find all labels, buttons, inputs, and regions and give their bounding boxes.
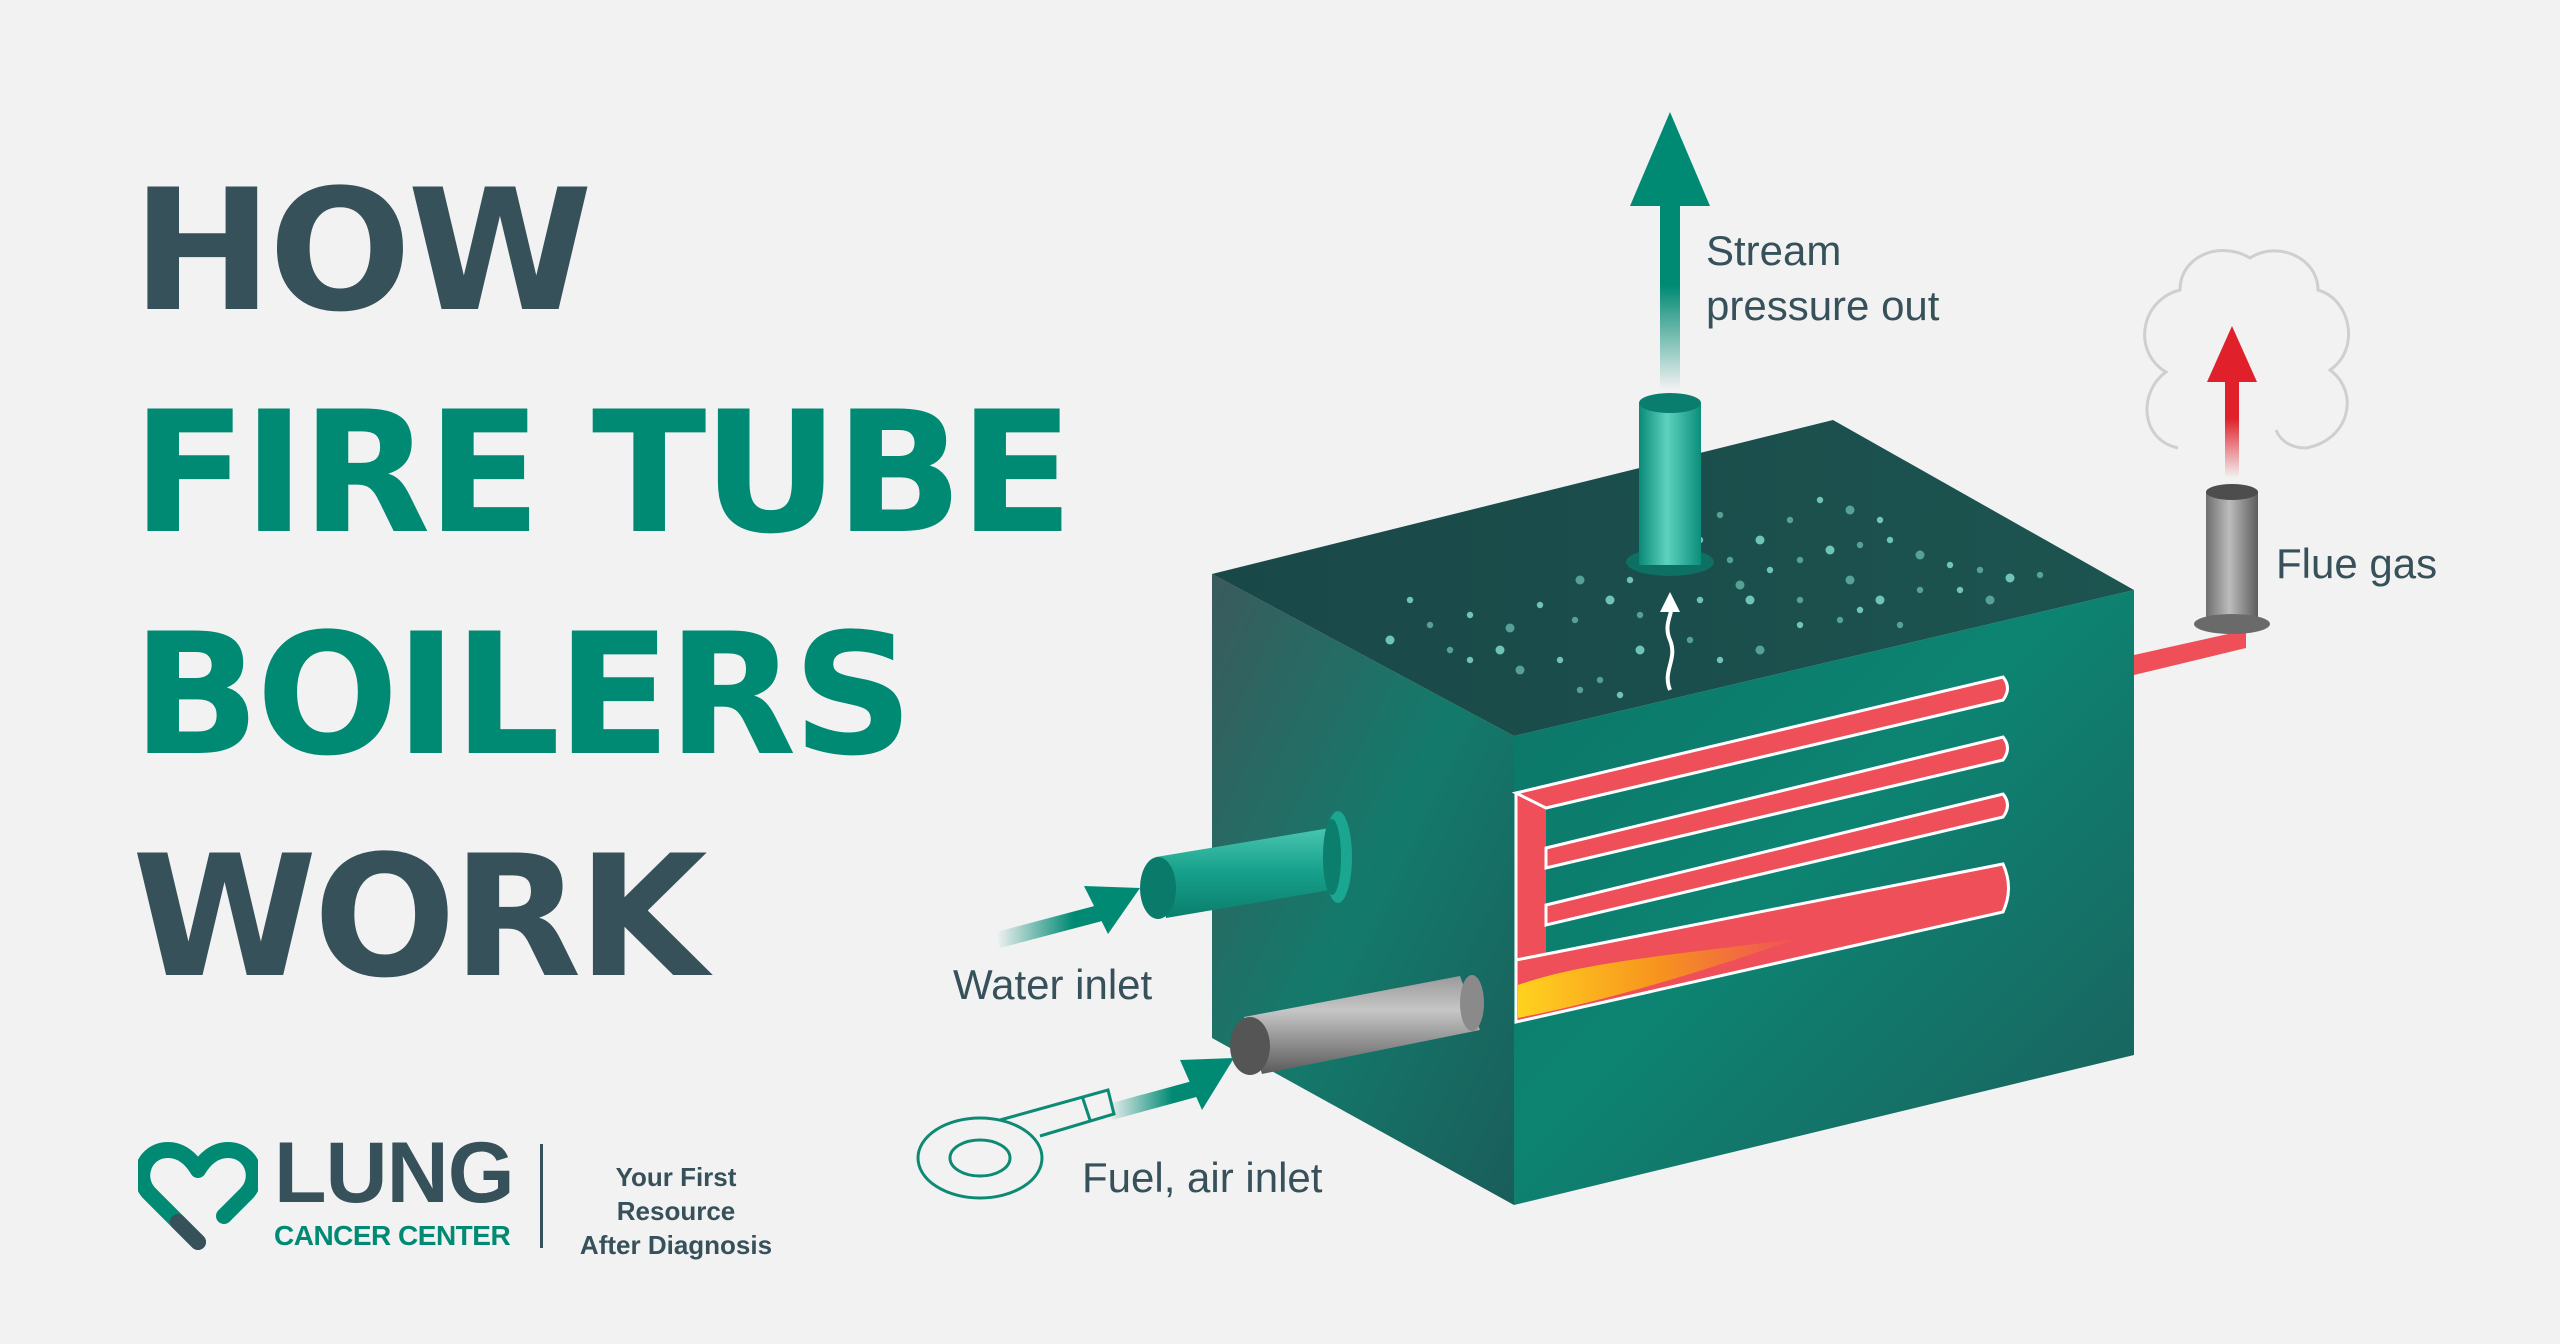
- steam-bubble: [1515, 665, 1525, 675]
- steam-bubble: [1886, 536, 1894, 544]
- steam-outlet-pipe: [1626, 393, 1714, 576]
- steam-bubble: [1716, 511, 1724, 519]
- steam-bubble: [1575, 575, 1585, 585]
- flue-arrow-head: [2207, 326, 2257, 382]
- steam-bubble: [1536, 601, 1544, 609]
- steam-label-line2: pressure out: [1706, 282, 1940, 329]
- steam-bubble: [1915, 550, 1925, 560]
- steam-bubble: [1466, 611, 1474, 619]
- fire-tubes: [1511, 675, 2010, 1024]
- steam-bubble: [1946, 561, 1954, 569]
- steam-bubble: [1495, 645, 1505, 655]
- steam-bubble: [1735, 580, 1745, 590]
- steam-bubble: [1626, 576, 1634, 584]
- steam-label-line1: Stream: [1706, 227, 1841, 274]
- fire-tube-2: [1544, 735, 2009, 870]
- steam-bubble: [1755, 535, 1765, 545]
- steam-bubble: [1385, 635, 1395, 645]
- flue-arrow-stem: [2225, 378, 2239, 478]
- fuel-inlet-arrow-head: [1180, 1058, 1234, 1110]
- logo-tagline-line1: Your First Resource: [615, 1162, 737, 1226]
- steam-bubble: [1845, 575, 1855, 585]
- steam-bubble: [1556, 656, 1564, 664]
- steam-bubble: [1686, 636, 1694, 644]
- fuel-air-inlet-label: Fuel, air inlet: [1082, 1154, 1323, 1201]
- steam-bubble: [2005, 573, 2015, 583]
- steam-bubble: [1636, 611, 1644, 619]
- steam-bubble: [1956, 586, 1964, 594]
- lung-cancer-center-logo: LUNG CANCER CENTER Your First Resource A…: [138, 1125, 838, 1260]
- steam-bubble: [1726, 556, 1734, 564]
- steam-bubble: [1876, 516, 1884, 524]
- fuel-inlet-arrow-stem: [1108, 1080, 1200, 1120]
- water-inlet-arrow-stem: [996, 904, 1106, 948]
- steam-bubble: [1856, 606, 1864, 614]
- steam-bubble: [1446, 646, 1454, 654]
- vapor-arrow-head: [1660, 592, 1680, 612]
- flue-connector: [2134, 630, 2246, 675]
- page-title: HOW FIRE TUBE BOILERS WORK: [132, 140, 1074, 1028]
- steam-bubble: [1796, 596, 1804, 604]
- steam-arrow-stem: [1660, 200, 1680, 390]
- fire-tube-1: [1511, 675, 2009, 810]
- logo-divider: [540, 1144, 543, 1248]
- steam-bubble: [1576, 686, 1584, 694]
- steam-bubble: [1605, 595, 1615, 605]
- fuel-inlet-pipe: [1230, 975, 1484, 1075]
- title-line-boilers: BOILERS: [132, 597, 914, 793]
- steam-bubble: [1836, 616, 1844, 624]
- steam-bubble: [1596, 676, 1604, 684]
- steam-bubble: [1635, 645, 1645, 655]
- steam-bubble: [1845, 505, 1855, 515]
- steam-bubble: [1766, 566, 1774, 574]
- steam-bubble: [2036, 571, 2044, 579]
- steam-bubble: [1796, 556, 1804, 564]
- steam-bubble: [1916, 586, 1924, 594]
- steam-bubble: [1426, 621, 1434, 629]
- steam-bubble: [1985, 595, 1995, 605]
- smoke-cloud-icon: [2143, 249, 2351, 450]
- water-inlet-pipe: [1140, 811, 1352, 919]
- steam-bubble: [1505, 623, 1515, 633]
- logo-wordmark: LUNG CANCER CENTER: [274, 1125, 515, 1252]
- water-inlet-label: Water inlet: [953, 961, 1153, 1008]
- steam-bubble: [1696, 596, 1704, 604]
- burner-icon: [916, 1088, 1116, 1200]
- heart-logo-icon: [138, 1142, 258, 1250]
- steam-bubbles: [1385, 496, 2044, 699]
- steam-bubble: [1716, 656, 1724, 664]
- steam-bubble: [1406, 596, 1414, 604]
- steam-arrow-head: [1630, 112, 1710, 206]
- steam-bubble: [1796, 621, 1804, 629]
- steam-bubble: [1466, 656, 1474, 664]
- steam-bubble: [1786, 516, 1794, 524]
- logo-name: LUNG: [274, 1125, 515, 1221]
- steam-bubble: [1976, 566, 1984, 574]
- steam-bubble: [1616, 691, 1624, 699]
- logo-tagline-line2: After Diagnosis: [579, 1230, 773, 1260]
- title-line-fire-tube: FIRE TUBE: [132, 375, 1074, 571]
- logo-subname: CANCER CENTER: [274, 1220, 511, 1251]
- fire-tube-3: [1544, 792, 2009, 927]
- title-line-work: WORK: [132, 819, 708, 1015]
- steam-bubble: [1755, 645, 1765, 655]
- logo-tagline: Your First Resource After Diagnosis: [556, 1160, 796, 1262]
- steam-bubble: [1896, 621, 1904, 629]
- steam-bubble: [1745, 595, 1755, 605]
- flue-chimney: [2194, 484, 2270, 634]
- steam-bubble: [1856, 541, 1864, 549]
- title-line-how: HOW: [132, 153, 593, 349]
- steam-bubble: [1825, 545, 1835, 555]
- steam-bubble: [1816, 496, 1824, 504]
- steam-bubble: [1571, 616, 1579, 624]
- steam-bubble: [1875, 595, 1885, 605]
- boiler-top-face: [1212, 420, 2134, 736]
- flue-gas-label: Flue gas: [2276, 540, 2437, 587]
- water-inlet-arrow-head: [1084, 886, 1140, 934]
- flame: [1518, 938, 1800, 1018]
